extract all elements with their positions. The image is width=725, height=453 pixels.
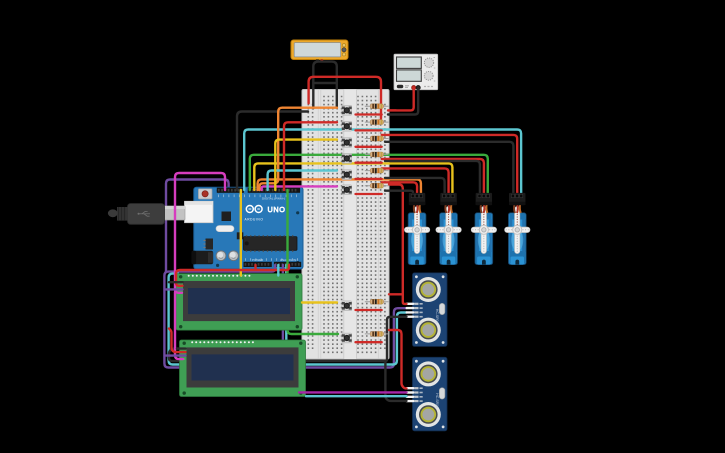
svg-text:UNO: UNO [268, 205, 286, 214]
svg-text:HC-SR04: HC-SR04 [435, 309, 439, 324]
svg-text:POWER: POWER [252, 258, 264, 262]
svg-text:DIGITAL (PWM~): DIGITAL (PWM~) [262, 197, 285, 201]
svg-text:HC-SR04: HC-SR04 [435, 393, 439, 408]
svg-text:ARDUINO: ARDUINO [245, 217, 264, 221]
